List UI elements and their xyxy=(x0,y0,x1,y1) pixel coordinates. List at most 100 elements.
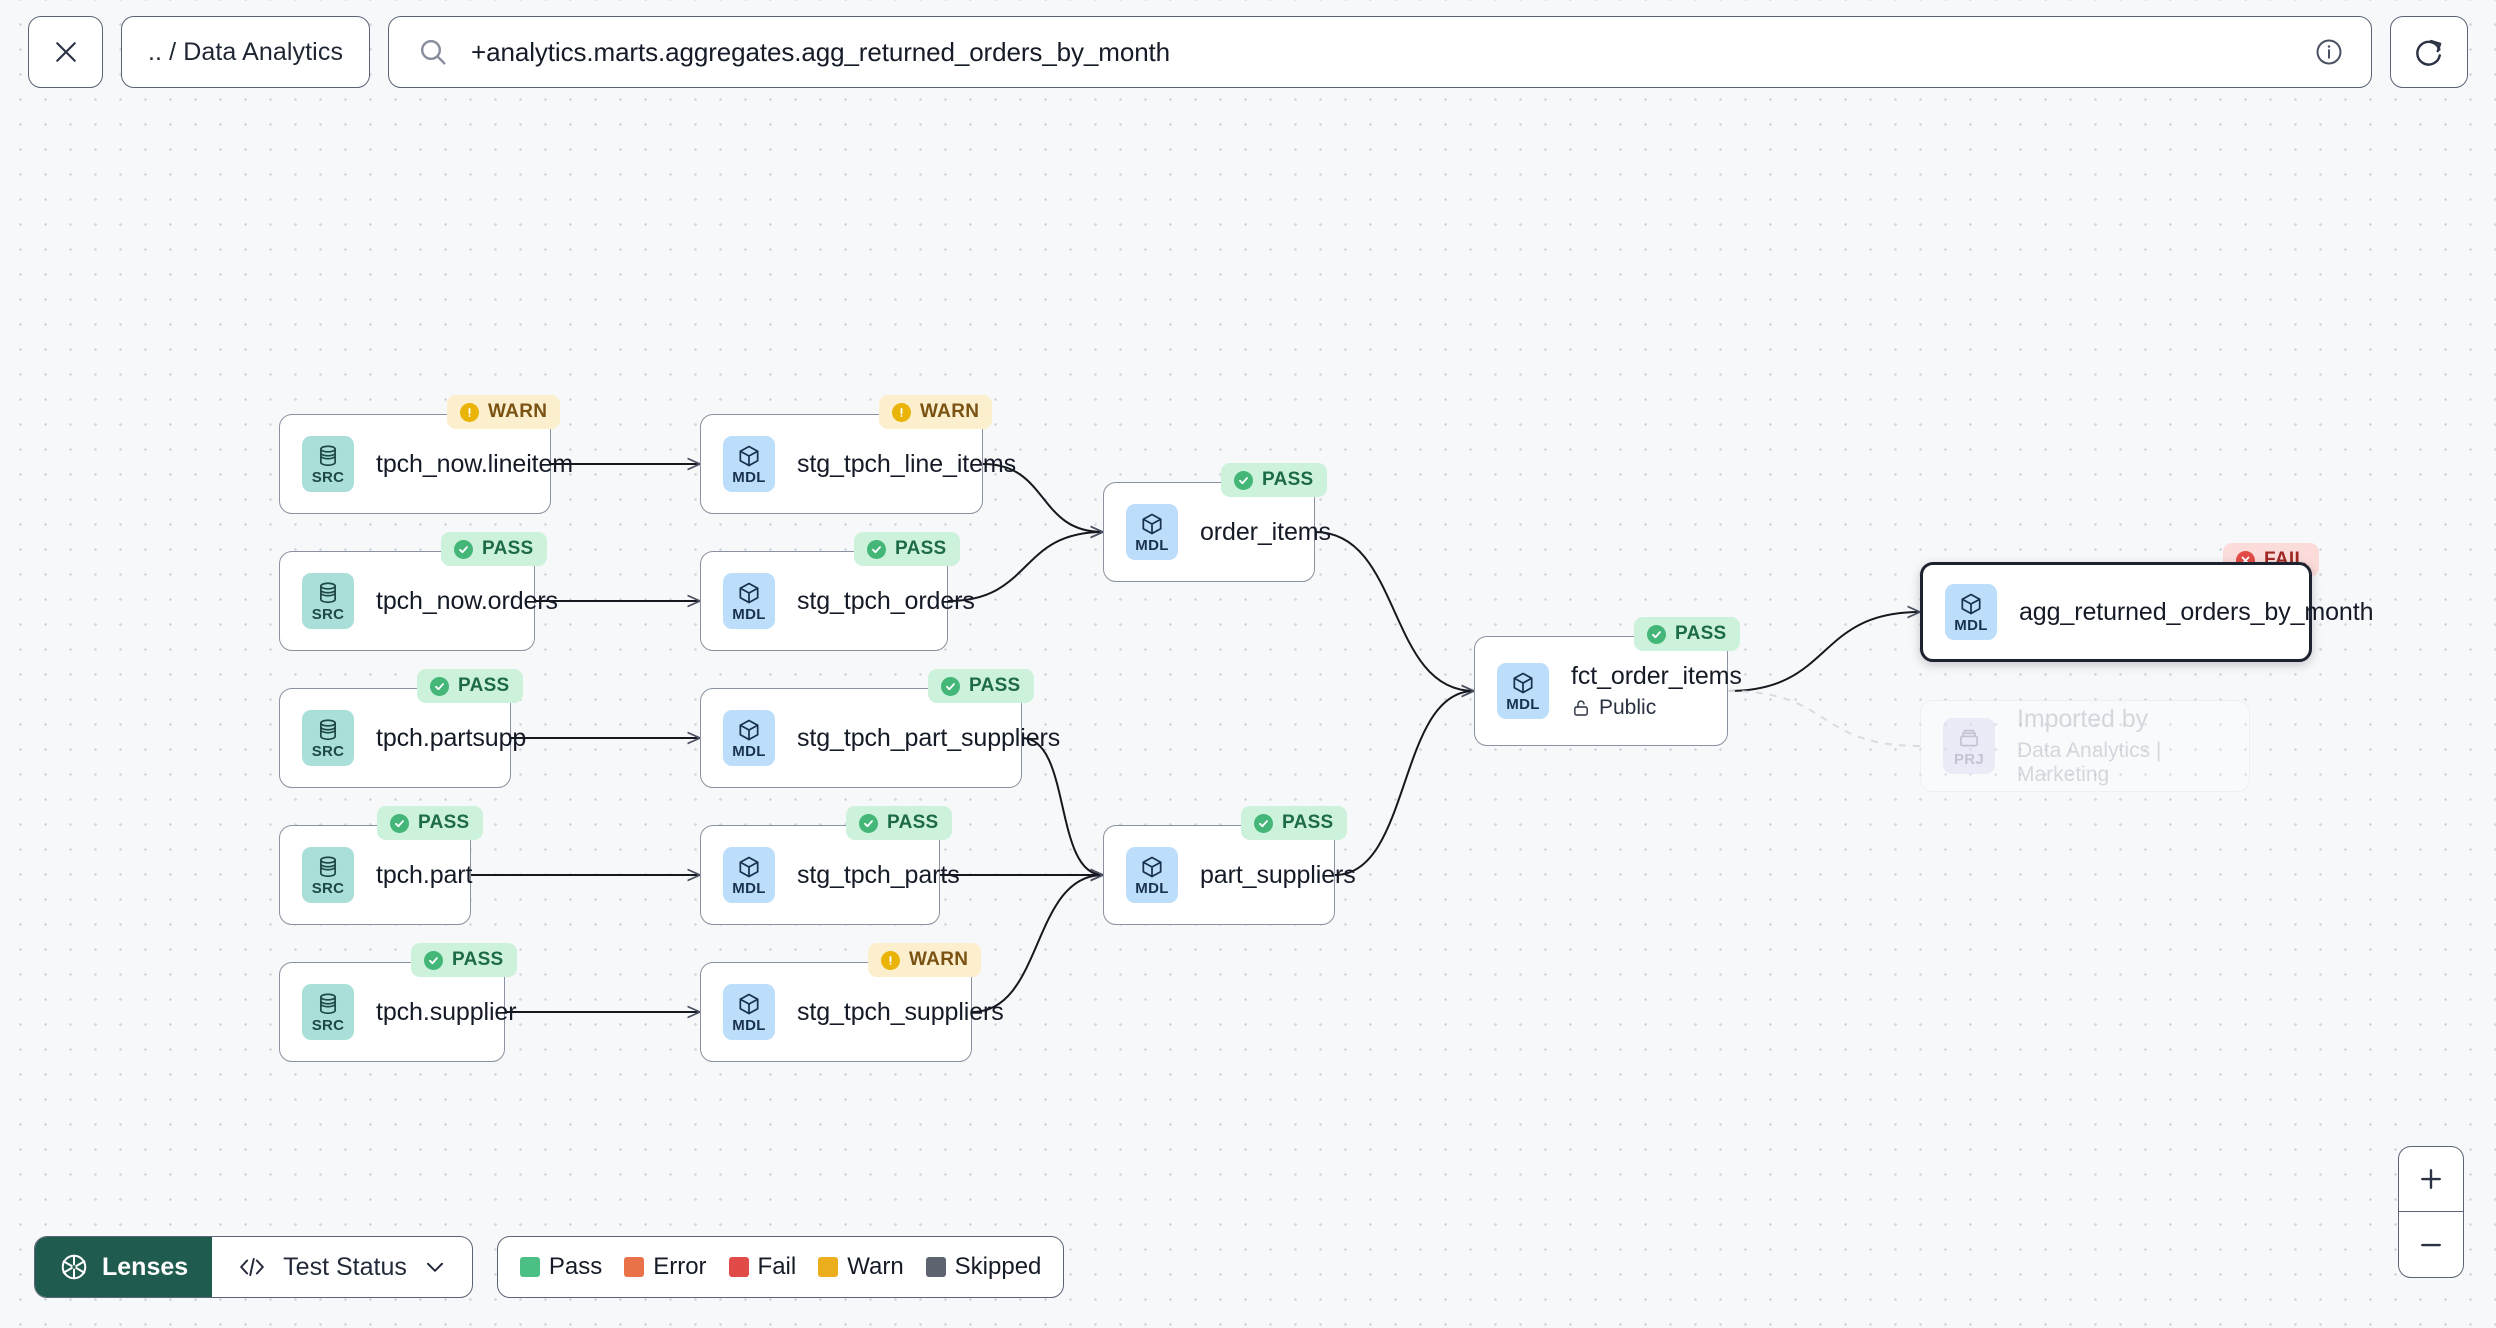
legend-swatch xyxy=(728,1257,749,1277)
status-dot xyxy=(1647,624,1666,644)
info-icon[interactable] xyxy=(2313,36,2345,68)
status-dot xyxy=(424,950,443,970)
check-icon xyxy=(864,819,873,827)
legend-label: Pass xyxy=(548,1253,603,1280)
status-label: PASS xyxy=(418,812,470,833)
test-status-button[interactable]: Test Status xyxy=(212,1237,472,1297)
status-dot xyxy=(941,676,960,696)
database-icon xyxy=(319,856,337,878)
top-toolbar: .. / Data Analytics +analytics.marts.agg… xyxy=(0,0,2496,104)
cube-icon xyxy=(739,582,759,604)
bottom-toolbar: Lenses Test Status Pass Error Fail Warn Skip… xyxy=(34,1236,1065,1298)
graph-edge-ghost xyxy=(1727,690,1921,747)
zoom-out-button[interactable] xyxy=(2399,1212,2463,1277)
legend-item[interactable]: Fail xyxy=(728,1253,797,1281)
node-body: part_suppliers xyxy=(1200,860,1356,890)
status-label: PASS xyxy=(1675,623,1727,644)
graph-edge xyxy=(982,463,1103,532)
search-input[interactable]: +analytics.marts.aggregates.agg_returned… xyxy=(471,36,1171,67)
status-dot xyxy=(859,813,878,833)
breadcrumb[interactable]: .. / Data Analytics xyxy=(121,16,371,88)
graph-node-tpch_supplier[interactable]: SRC tpch.supplier xyxy=(279,962,517,1062)
legend-item[interactable]: Skipped xyxy=(925,1253,1041,1281)
status-label: PASS xyxy=(895,538,947,559)
node-kind-label: MDL xyxy=(1135,880,1169,897)
refresh-button[interactable] xyxy=(2390,16,2468,88)
aperture-icon xyxy=(61,1254,87,1280)
graph-node-tpch_part[interactable]: SRC tpch.part xyxy=(279,825,473,925)
graph-edge xyxy=(1334,691,1474,876)
node-kind-label: SRC xyxy=(311,743,345,760)
node-body: tpch.supplier xyxy=(376,998,517,1027)
check-icon xyxy=(872,545,881,553)
node-kind-badge: PRJ xyxy=(1943,718,1995,774)
node-kind-badge: SRC xyxy=(302,984,354,1040)
close-icon xyxy=(55,42,76,62)
graph-edge xyxy=(947,532,1103,602)
node-title: part_suppliers xyxy=(1200,860,1356,889)
node-body: tpch.partsupp xyxy=(376,724,526,753)
node-kind-label: SRC xyxy=(311,880,345,897)
status-label: PASS xyxy=(482,538,534,559)
graph-edge xyxy=(1727,612,1920,692)
graph-node-part_suppliers[interactable]: MDL part_suppliers xyxy=(1103,825,1356,925)
plus-icon xyxy=(2421,1169,2441,1189)
status-badge-pass: PASS xyxy=(417,669,523,703)
node-subtitle-text: Public xyxy=(1599,696,1657,719)
status-badge-pass: PASS xyxy=(854,532,960,566)
status-label: WARN xyxy=(909,949,969,970)
legend-label: Warn xyxy=(847,1253,904,1280)
legend-swatch xyxy=(519,1257,540,1277)
search-icon xyxy=(421,40,446,65)
legend-label: Error xyxy=(653,1253,707,1280)
cube-icon xyxy=(1142,513,1162,535)
node-kind-label: MDL xyxy=(732,469,766,486)
node-body: stg_tpch_part_suppliers xyxy=(797,724,1060,753)
check-icon xyxy=(395,819,404,827)
status-dot xyxy=(390,813,409,833)
zoom-in-button[interactable] xyxy=(2399,1147,2463,1212)
node-title: tpch.part xyxy=(376,860,473,889)
status-badge-pass: PASS xyxy=(1241,806,1347,840)
legend-item[interactable]: Warn xyxy=(818,1253,904,1281)
search-bar[interactable]: +analytics.marts.aggregates.agg_returned… xyxy=(388,16,2372,88)
graph-node-tpch_partsupp[interactable]: SRC tpch.partsupp xyxy=(279,688,526,788)
status-dot xyxy=(892,402,911,422)
test-status-label: Test Status xyxy=(283,1252,407,1281)
cube-icon xyxy=(1961,593,1981,615)
status-badge-pass: PASS xyxy=(377,806,483,840)
legend-label: Fail xyxy=(757,1253,797,1280)
node-title: stg_tpch_suppliers xyxy=(797,997,1004,1026)
graph-node-stg_tpch_suppliers[interactable]: MDL stg_tpch_suppliers xyxy=(700,962,1004,1062)
close-button[interactable] xyxy=(28,16,103,88)
node-body: stg_tpch_suppliers xyxy=(797,997,1004,1027)
lenses-button[interactable]: Lenses xyxy=(35,1237,213,1297)
node-subtitle-text: Data Analytics | Marketing xyxy=(2017,739,2162,786)
node-kind-badge: MDL xyxy=(1126,847,1178,903)
node-body: stg_tpch_line_items xyxy=(797,450,1016,479)
status-dot xyxy=(460,402,479,422)
legend-item[interactable]: Pass xyxy=(519,1253,603,1281)
database-icon xyxy=(319,993,337,1015)
cube-icon xyxy=(739,719,759,741)
status-label: WARN xyxy=(920,401,980,422)
node-title: stg_tpch_orders xyxy=(797,586,975,615)
chevron-down-icon xyxy=(426,1262,443,1272)
legend-item[interactable]: Error xyxy=(624,1253,707,1281)
status-badge-warn: WARN xyxy=(879,395,993,429)
graph-node-stg_tpch_line_items[interactable]: MDL stg_tpch_line_items xyxy=(700,414,1016,514)
node-kind-label: MDL xyxy=(1954,617,1988,634)
status-label: PASS xyxy=(452,949,504,970)
node-kind-badge: MDL xyxy=(723,984,775,1040)
